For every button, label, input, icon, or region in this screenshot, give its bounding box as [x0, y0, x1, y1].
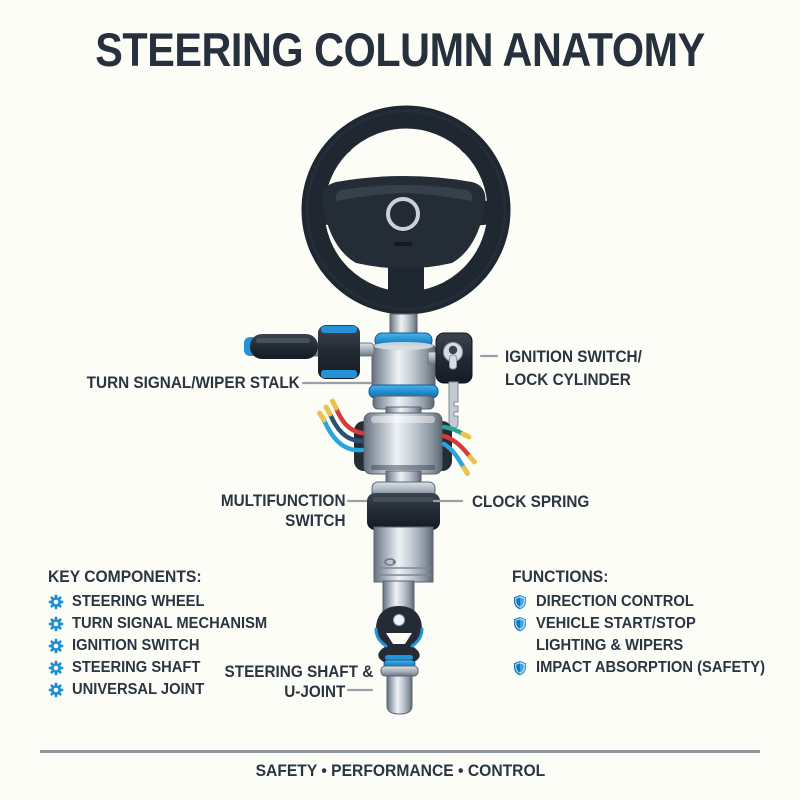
wire-tip	[461, 465, 470, 476]
wire-tip	[460, 431, 472, 440]
universal-joint	[374, 606, 424, 665]
wire-red	[333, 405, 365, 436]
turn-signal-stalk-label: TURN SIGNAL/WIPER STALK	[86, 373, 300, 392]
wire-tip	[467, 454, 477, 465]
shield-icon	[512, 660, 528, 676]
clock-spring-and-lower-column	[367, 470, 440, 614]
list-item: LIGHTING & WIPERS	[536, 637, 684, 654]
ignition-switch-label: IGNITION SWITCH/ LOCK CYLINDER	[505, 347, 642, 389]
upper-housing	[371, 344, 436, 389]
functions-list: FUNCTIONS: DIRECTION CONTROL VEHICLE STA…	[512, 567, 785, 679]
gear-icon	[48, 616, 64, 632]
wire-tip	[330, 398, 339, 411]
clock-spring-label: CLOCK SPRING	[472, 492, 590, 511]
key-components-heading: KEY COMPONENTS:	[48, 567, 202, 586]
output-shaft	[380, 659, 419, 715]
footer-divider	[40, 750, 760, 753]
leader-lines	[301, 354, 499, 692]
clock-spring-collar	[367, 493, 440, 530]
ignition-switch-assembly	[427, 332, 473, 429]
wire-navy	[327, 411, 365, 444]
page-title: STEERING COLUMN ANATOMY	[95, 23, 705, 76]
wire-tip	[317, 410, 327, 423]
lower-cylinder	[373, 526, 434, 583]
list-item: VEHICLE START/STOP	[512, 613, 785, 635]
u-joint-pin	[393, 614, 405, 626]
list-item: DIRECTION CONTROL	[512, 591, 785, 613]
gear-icon	[48, 660, 64, 676]
list-item: STEERING SHAFT	[48, 657, 284, 679]
wheel-grip-bump-left	[336, 138, 352, 154]
stalk-grip	[250, 334, 318, 359]
wiring-harness-right	[441, 424, 477, 476]
key-components-list: KEY COMPONENTS: STEERING WHEEL TURN SIGN…	[48, 567, 284, 701]
turn-signal-stalk	[244, 325, 375, 379]
ignition-key-blade	[448, 381, 459, 429]
shield-icon	[512, 594, 528, 610]
upper-column	[368, 313, 439, 420]
gear-icon	[48, 638, 64, 654]
wiring-harness-left	[317, 398, 365, 453]
shield-icon	[512, 616, 528, 632]
footer-tagline: SAFETY • PERFORMANCE • CONTROL	[255, 761, 545, 780]
list-item: IGNITION SWITCH	[48, 635, 284, 657]
multifunction-switch-label: MULTIFUNCTION SWITCH	[220, 491, 345, 530]
list-item: TURN SIGNAL MECHANISM	[48, 613, 284, 635]
wire-tip	[323, 404, 333, 417]
wire-red	[441, 433, 473, 460]
multifunction-switch-block	[354, 412, 452, 475]
functions-heading: FUNCTIONS:	[512, 567, 609, 586]
list-item: IMPACT ABSORPTION (SAFETY)	[512, 657, 785, 679]
u-joint-gap	[386, 633, 412, 644]
wire-cyan	[321, 417, 365, 453]
gear-icon	[48, 594, 64, 610]
gear-icon	[48, 682, 64, 698]
steering-wheel	[301, 105, 511, 315]
list-item: UNIVERSAL JOINT	[48, 679, 284, 701]
wheel-center-ring	[386, 197, 420, 231]
wheel-grip-bump-right	[460, 138, 476, 154]
horn-mark	[394, 242, 412, 246]
list-item: STEERING WHEEL	[48, 591, 284, 613]
steering-shaft-label: STEERING SHAFT & U-JOINT	[224, 662, 373, 701]
stalk-pivot-block	[318, 325, 360, 379]
wheel-rim	[301, 105, 511, 315]
